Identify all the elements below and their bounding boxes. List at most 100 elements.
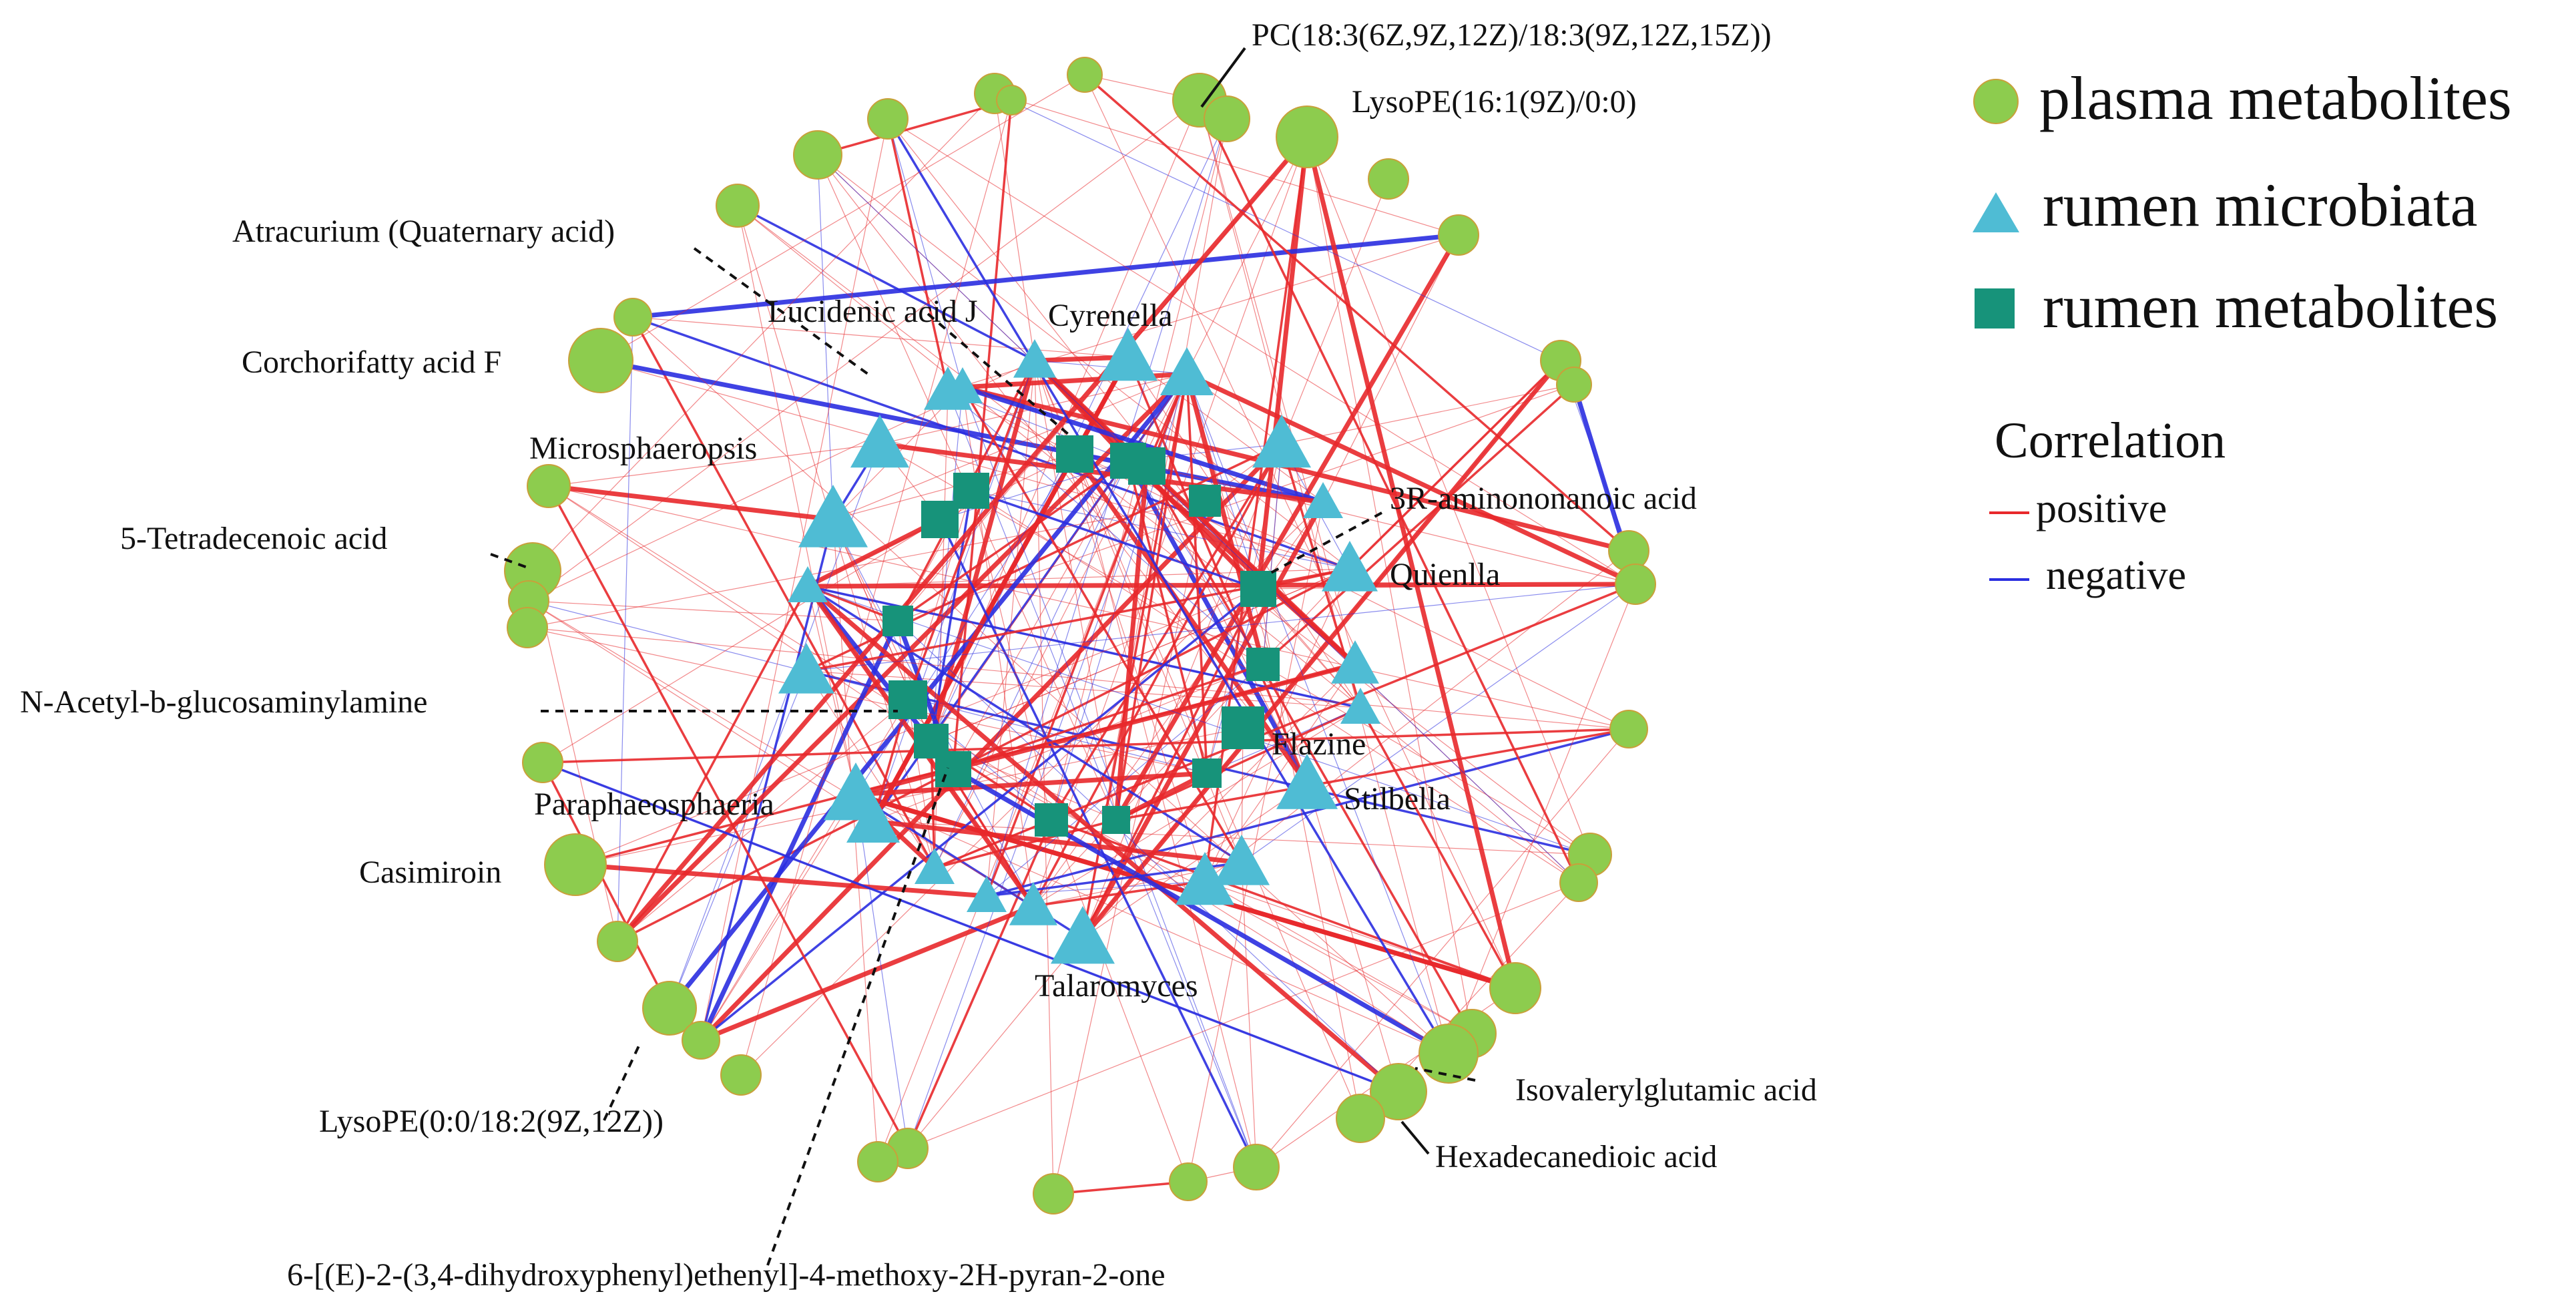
positive-correlation-edge xyxy=(1113,465,1149,821)
plasma-metabolite-node xyxy=(682,1021,720,1060)
rumen-microbiota-node xyxy=(1099,328,1157,381)
negative-correlation-edge xyxy=(934,460,1129,869)
negative-correlation-edge xyxy=(947,390,1264,665)
rumen-microbiota-node xyxy=(1013,339,1056,378)
rumen-metabolite-node xyxy=(1192,758,1222,788)
positive-correlation-edge xyxy=(548,443,880,487)
negative-correlation-edge xyxy=(971,490,1350,570)
rumen-metabolite-node xyxy=(1222,706,1264,749)
label-leader-line xyxy=(927,312,1069,435)
positive-correlation-edge xyxy=(807,582,1636,589)
positive-correlation-edge xyxy=(1113,234,1461,821)
rumen-metabolite-node xyxy=(1189,485,1221,517)
positive-correlation-edge xyxy=(527,627,1629,730)
rumen-microbiota-node xyxy=(1176,852,1234,905)
positive-correlation-edge xyxy=(907,882,1579,1149)
plasma-metabolite-node xyxy=(1559,863,1598,902)
negative-correlation-edge xyxy=(1186,373,1259,590)
label-corchorifatty-acid-f: Corchorifatty acid F xyxy=(242,345,501,380)
negative-correlation-edge xyxy=(962,387,1257,1168)
rumen-microbiota-node xyxy=(967,876,1007,912)
plasma-metabolite-node xyxy=(1615,564,1656,605)
rumen-metabolite-node xyxy=(1246,648,1280,681)
positive-correlation-edge xyxy=(907,699,935,869)
positive-correlation-edge xyxy=(617,699,909,942)
positive-correlation-edge xyxy=(1348,359,1562,570)
label-leader-line xyxy=(1268,511,1382,576)
positive-correlation-edge xyxy=(855,771,1208,797)
rumen-microbiota-node xyxy=(1331,640,1379,684)
label-lucidenic-acid-j: Lucidenic acid J xyxy=(768,294,978,329)
positive-correlation-edge xyxy=(934,819,1052,869)
plasma-metabolite-node xyxy=(1368,158,1409,200)
positive-correlation-edge xyxy=(548,485,1449,1054)
positive-correlation-edge xyxy=(1186,373,1208,774)
positive-correlation-edge xyxy=(547,485,909,1149)
positive-correlation-edge xyxy=(632,316,1449,1054)
negative-correlation-edge xyxy=(817,154,1579,883)
positive-correlation-edge xyxy=(897,459,1129,622)
negative-correlation-edge xyxy=(698,620,900,1042)
rumen-microbiota-node xyxy=(1051,906,1115,964)
rumen-metabolite-node xyxy=(1056,435,1093,473)
rumen-microbiota-node xyxy=(798,485,868,547)
positive-correlation-edge xyxy=(1184,373,1266,665)
rumen-microbiota-node xyxy=(943,367,983,403)
plasma-metabolite-node xyxy=(1336,1094,1385,1143)
rumen-microbiota-node xyxy=(1340,688,1380,724)
positive-correlation-edge xyxy=(1084,74,1516,989)
positive-correlation-edge xyxy=(631,316,936,869)
label-pc: PC(18:3(6Z,9Z,12Z)/18:3(9Z,12Z,15Z)) xyxy=(1252,17,1772,53)
positive-correlation-edge xyxy=(1083,73,1630,552)
label-leader-line xyxy=(1400,1120,1430,1155)
plasma-metabolite-node xyxy=(613,298,652,337)
negative-correlation-edge xyxy=(806,584,1636,672)
plasma-metabolite-node xyxy=(642,981,697,1036)
positive-correlation-edge xyxy=(907,819,1053,1149)
label-paraphaeosphaeria: Paraphaeosphaeria xyxy=(534,787,774,822)
positive-correlation-edge xyxy=(934,819,1117,869)
negative-correlation-edge xyxy=(931,387,963,742)
positive-correlation-edge xyxy=(806,670,1361,708)
rumen-metabolite-node xyxy=(1128,447,1166,485)
rumen-metabolite-node xyxy=(921,501,959,538)
rumen-microbiota-node xyxy=(1322,541,1378,592)
negative-correlation-edge xyxy=(886,118,1450,1054)
positive-correlation-edge xyxy=(1081,373,1188,939)
legend-positive: positive xyxy=(2036,486,2167,531)
plasma-metabolite-node xyxy=(1067,57,1103,93)
positive-correlation-edge xyxy=(740,99,1012,1076)
positive-correlation-edge xyxy=(1199,99,1449,1054)
positive-correlation-edge xyxy=(542,728,1629,764)
plasma-metabolite-node xyxy=(522,742,563,783)
rumen-metabolite-node xyxy=(1035,803,1068,837)
positive-correlation-edge xyxy=(855,794,1449,1054)
negative-correlation-edge xyxy=(887,118,963,388)
negative-correlation-edge xyxy=(986,118,1228,897)
positive-correlation-edge xyxy=(1322,234,1459,503)
positive-correlation-edge xyxy=(1073,452,1309,787)
rumen-metabolite-node xyxy=(935,751,971,787)
rumen-microbiota-node xyxy=(915,848,955,884)
legend-plasma-metabolites: plasma metabolites xyxy=(2039,64,2512,132)
plasma-metabolite-node xyxy=(867,98,909,140)
positive-correlation-edge xyxy=(817,154,1350,570)
rumen-microbiota-node xyxy=(778,643,834,694)
positive-correlation-edge xyxy=(541,762,671,1009)
negative-correlation-edge xyxy=(700,588,1260,1042)
label-leader-line xyxy=(1200,47,1246,108)
teal-square-icon xyxy=(1975,288,2015,328)
positive-correlation-edge xyxy=(548,485,1629,730)
positive-correlation-edge xyxy=(907,490,972,700)
plasma-metabolite-node xyxy=(1438,214,1479,256)
label-pyranone: 6-[(E)-2-(3,4-dihydroxyphenyl)ethenyl]-4… xyxy=(287,1257,1166,1293)
positive-correlation-edge xyxy=(953,663,1264,771)
negative-correlation-edge xyxy=(872,360,1035,822)
positive-correlation-edge xyxy=(575,862,987,899)
negative-correlation-edge xyxy=(700,519,834,1041)
rumen-microbiota-node xyxy=(850,415,909,468)
rumen-metabolite-node xyxy=(1240,571,1276,607)
positive-correlation-edge xyxy=(1198,99,1580,883)
negative-correlation-edge xyxy=(855,453,1075,795)
positive-correlation-edge xyxy=(1115,728,1629,821)
